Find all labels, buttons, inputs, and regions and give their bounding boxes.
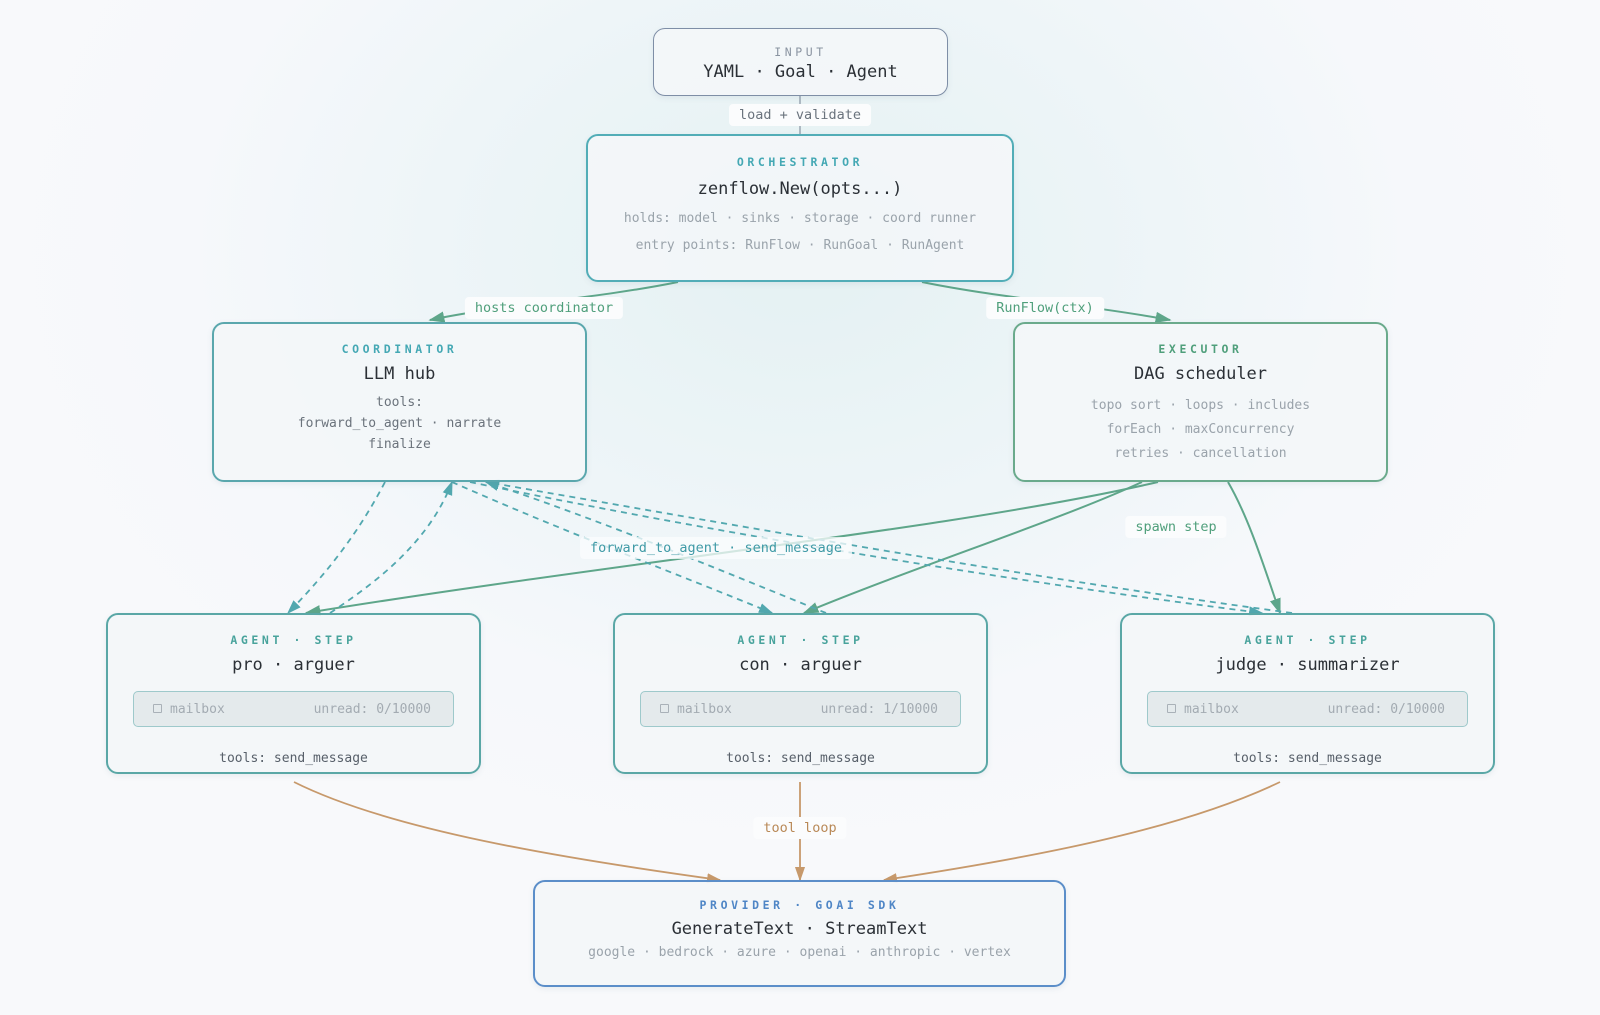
edge-label-load-validate: load + validate [729, 104, 871, 126]
mailbox-label: mailbox [170, 701, 225, 717]
executor-line-2: forEach · maxConcurrency [1106, 422, 1295, 437]
mailbox-unread-count: unread: 0/10000 [313, 701, 431, 717]
orchestrator-entry-points: entry points: RunFlow · RunGoal · RunAge… [635, 238, 965, 253]
agent-kicker: AGENT · STEP [1244, 633, 1371, 647]
agent-tools: tools: send_message [726, 751, 875, 766]
input-title: YAML · Goal · Agent [703, 62, 898, 82]
edge-pro-provider [293, 781, 722, 884]
agent-tools: tools: send_message [219, 751, 368, 766]
agent-node-pro: AGENT · STEP pro · arguer mailbox unread… [106, 613, 481, 774]
orchestrator-title: zenflow.New(opts...) [697, 179, 903, 199]
edge-executor-con [802, 481, 1143, 614]
orchestrator-node: ORCHESTRATOR zenflow.New(opts...) holds:… [586, 134, 1014, 282]
edge-label-forward-send: forward_to_agent · send_message [580, 537, 852, 559]
provider-node: PROVIDER · GOAI SDK GenerateText · Strea… [533, 880, 1066, 987]
edge-pro-coord-in [329, 480, 453, 614]
executor-line-3: retries · cancellation [1114, 446, 1287, 461]
executor-node: EXECUTOR DAG scheduler topo sort · loops… [1013, 322, 1388, 482]
coordinator-tools-heading: tools: [376, 395, 423, 410]
mailbox-label: mailbox [677, 701, 732, 717]
agent-tools: tools: send_message [1233, 751, 1382, 766]
coordinator-kicker: COORDINATOR [341, 342, 458, 356]
agent-node-judge: AGENT · STEP judge · summarizer mailbox … [1120, 613, 1495, 774]
edge-executor-judge [1227, 481, 1281, 615]
edge-judge-provider [882, 781, 1281, 884]
edge-label-spawn-step: spawn step [1125, 516, 1227, 538]
mailbox-label: mailbox [1184, 701, 1239, 717]
agent-title: judge · summarizer [1215, 655, 1400, 675]
provider-backends: google · bedrock · azure · openai · anth… [588, 945, 1011, 960]
edge-judge-coord-in [484, 479, 1293, 614]
executor-title: DAG scheduler [1133, 364, 1268, 384]
agent-title: pro · arguer [232, 655, 355, 675]
provider-title: GenerateText · StreamText [671, 919, 928, 939]
edge-label-runflow: RunFlow(ctx) [986, 297, 1104, 319]
agent-kicker: AGENT · STEP [737, 633, 864, 647]
executor-line-1: topo sort · loops · includes [1090, 398, 1311, 413]
input-kicker: INPUT [774, 45, 827, 59]
mailbox-icon [153, 703, 162, 713]
edge-coord-judge-out [469, 481, 1264, 617]
provider-kicker: PROVIDER · GOAI SDK [699, 898, 900, 912]
mailbox-icon [1167, 703, 1176, 713]
orchestrator-holds: holds: model · sinks · storage · coord r… [623, 211, 977, 226]
coordinator-node: COORDINATOR LLM hub tools: forward_to_ag… [212, 322, 587, 482]
mailbox-unread-count: unread: 0/10000 [1327, 701, 1445, 717]
edge-label-tool-loop: tool loop [753, 817, 847, 839]
edge-coord-pro-out [286, 481, 386, 615]
coordinator-tools-finalize: finalize [368, 437, 431, 452]
mailbox-unread-count: unread: 1/10000 [820, 701, 938, 717]
edge-label-hosts-coordinator: hosts coordinator [464, 297, 624, 319]
coordinator-title: LLM hub [363, 364, 436, 384]
coordinator-tools-list: forward_to_agent · narrate [297, 416, 502, 431]
agent-mailbox: mailbox unread: 0/10000 [1147, 691, 1468, 727]
mailbox-icon [660, 703, 669, 713]
agent-node-con: AGENT · STEP con · arguer mailbox unread… [613, 613, 988, 774]
executor-kicker: EXECUTOR [1158, 342, 1243, 356]
orchestrator-kicker: ORCHESTRATOR [736, 155, 864, 169]
input-node: INPUT YAML · Goal · Agent [653, 28, 948, 96]
agent-title: con · arguer [739, 655, 862, 675]
agent-mailbox: mailbox unread: 1/10000 [640, 691, 961, 727]
agent-kicker: AGENT · STEP [230, 633, 357, 647]
agent-mailbox: mailbox unread: 0/10000 [133, 691, 454, 727]
